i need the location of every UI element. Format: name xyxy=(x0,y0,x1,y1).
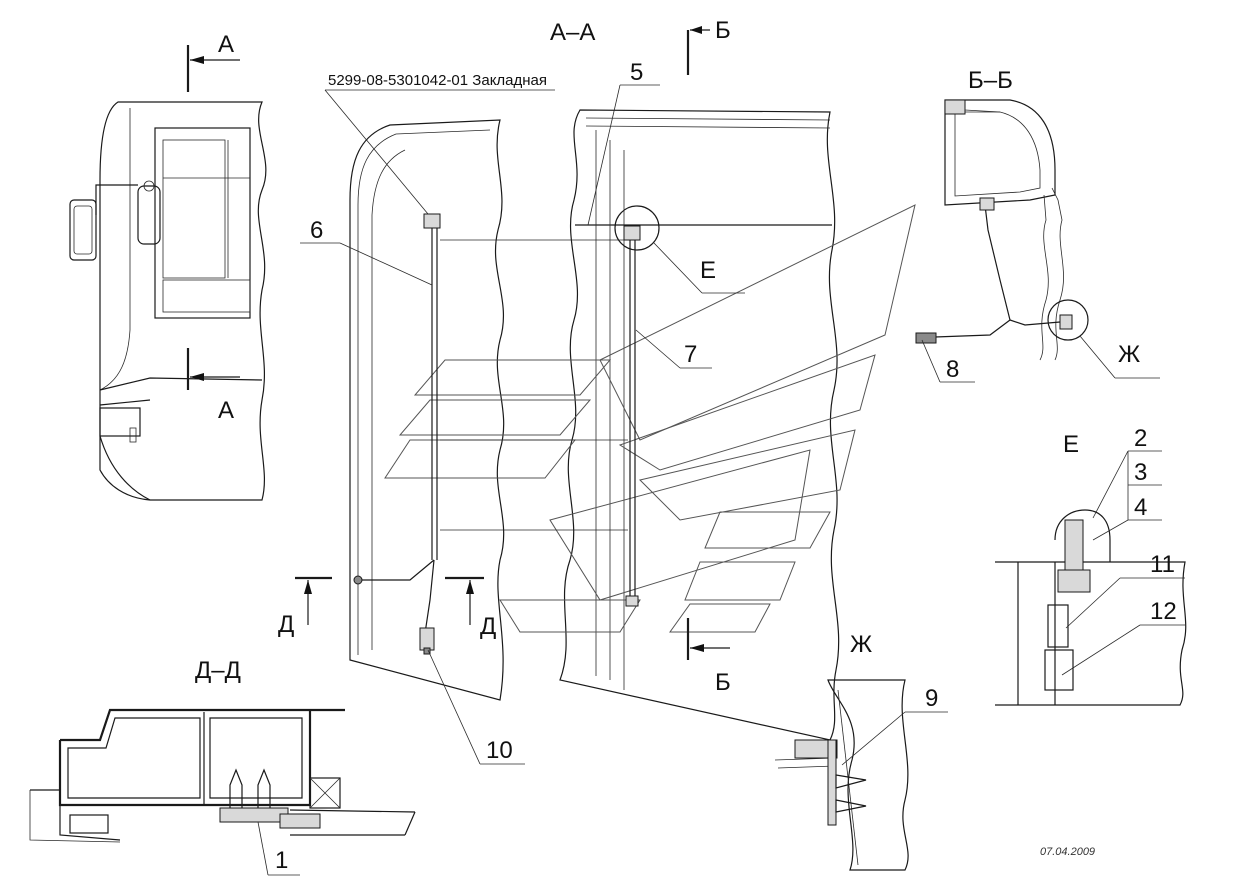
cut-label-b-top: Б xyxy=(715,17,731,44)
callout-1: 1 xyxy=(275,847,288,874)
cut-label-d-right: Д xyxy=(480,613,496,640)
part-note-label: 5299-08-5301042-01 Закладная xyxy=(328,72,547,89)
detail-e: 2 3 4 11 12 xyxy=(995,425,1187,706)
callout-9: 9 xyxy=(925,685,938,712)
callout-4: 4 xyxy=(1134,494,1147,521)
cut-label-d-left: Д xyxy=(278,611,294,638)
section-bb: Ж 8 xyxy=(915,99,1160,383)
view-title-zh: Ж xyxy=(850,631,872,658)
callout-7: 7 xyxy=(684,341,697,368)
wiring-harness xyxy=(353,213,641,655)
date-stamp: 07.04.2009 xyxy=(1040,846,1095,858)
view-title-aa: А–А xyxy=(550,19,595,46)
section-dd: 1 xyxy=(29,708,416,876)
cut-mark-a: А А xyxy=(186,31,240,424)
callout-2: 2 xyxy=(1134,425,1147,452)
callout-6: 6 xyxy=(310,217,323,244)
view-title-dd: Д–Д xyxy=(195,657,241,684)
callout-detail-zh: Ж xyxy=(1118,341,1140,368)
detail-e-marker: Е xyxy=(614,205,745,294)
cut-label-a-top: А xyxy=(218,31,234,58)
detail-zh: 9 xyxy=(774,679,948,871)
callout-detail-e: Е xyxy=(700,257,716,284)
cut-mark-d: Д Д xyxy=(278,576,496,640)
view-title-e: Е xyxy=(1063,431,1079,458)
callout-5: 5 xyxy=(630,59,643,86)
callout-10: 10 xyxy=(486,737,513,764)
view-title-bb: Б–Б xyxy=(968,67,1013,94)
callout-11: 11 xyxy=(1150,551,1175,578)
left-panel xyxy=(349,119,505,701)
leaders-aa: 5299-08-5301042-01 Закладная 5 6 7 10 xyxy=(300,59,712,765)
callout-8: 8 xyxy=(946,356,959,383)
livery-stripes xyxy=(384,204,916,633)
cut-label-b-bottom: Б xyxy=(715,669,731,696)
bus-side-view xyxy=(69,101,267,501)
cut-mark-b: Б Б xyxy=(686,17,731,696)
callout-12: 12 xyxy=(1150,598,1177,625)
callout-3: 3 xyxy=(1134,459,1147,486)
cut-label-a-bottom: А xyxy=(218,397,234,424)
